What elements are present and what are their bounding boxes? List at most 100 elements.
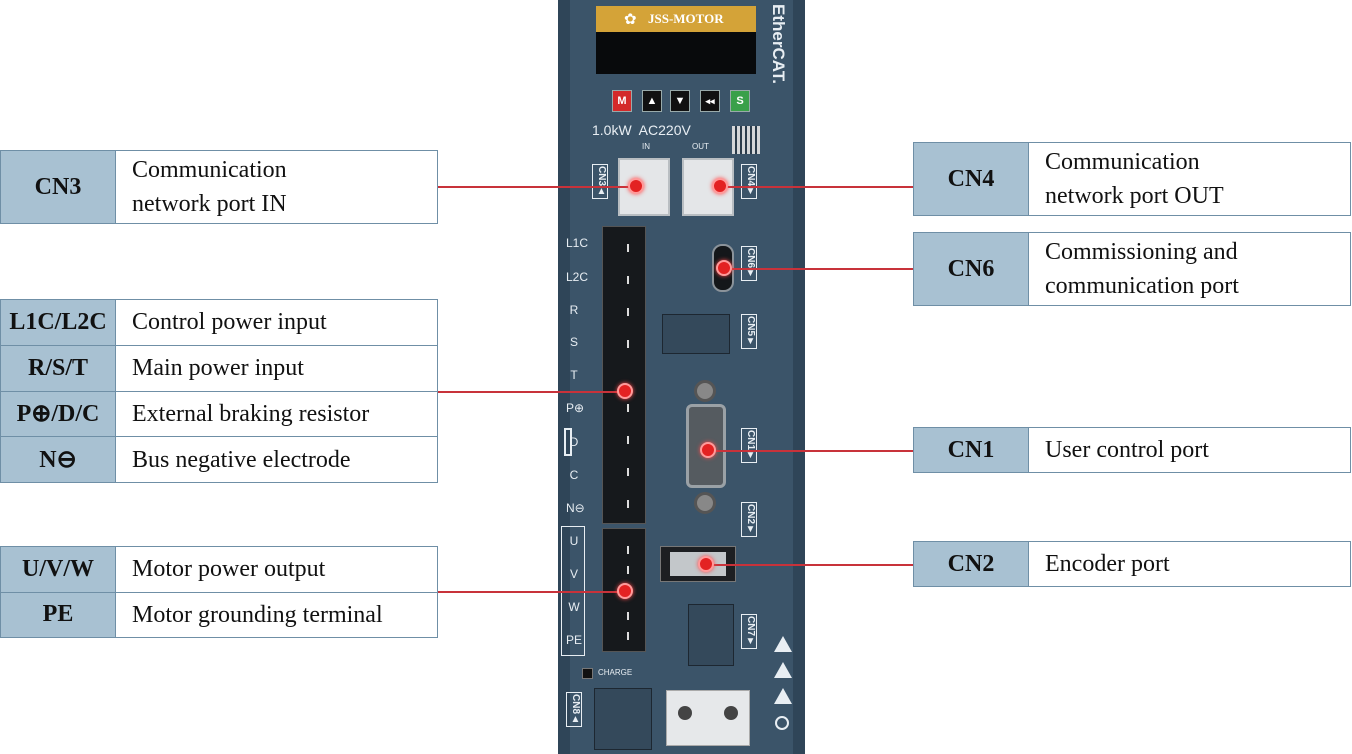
callout-key: CN3 bbox=[0, 150, 116, 224]
cn6-label: CN6▼ bbox=[741, 246, 757, 282]
leader-line-motor bbox=[437, 591, 625, 593]
callout-cn3: CN3 Communication network port IN bbox=[0, 150, 438, 224]
terminal-label-pe: PE bbox=[566, 633, 583, 647]
terminal-label-l2c: L2C bbox=[566, 270, 589, 284]
callout-key: PE bbox=[0, 591, 116, 638]
terminal-pin bbox=[627, 546, 629, 554]
brand-name: JSS-MOTOR bbox=[648, 11, 724, 26]
terminal-label-c: C bbox=[569, 468, 579, 482]
leader-line-cn6 bbox=[724, 268, 914, 270]
terminal-label-p: P⊕ bbox=[566, 401, 585, 415]
terminal-label-l1c: L1C bbox=[566, 236, 589, 250]
marker-dot-motor bbox=[617, 583, 633, 599]
brand-plate bbox=[596, 6, 756, 32]
callout-key: R/S/T bbox=[0, 344, 116, 392]
terminal-label-n: N⊖ bbox=[566, 501, 585, 515]
cn4-label: CN4▼ bbox=[741, 164, 757, 200]
terminal-label-d: D bbox=[569, 435, 579, 449]
marker-dot-power bbox=[617, 383, 633, 399]
terminal-pin bbox=[627, 500, 629, 508]
brake-jumper bbox=[564, 428, 572, 456]
callout-key: CN1 bbox=[913, 427, 1029, 473]
terminal-pin bbox=[627, 340, 629, 348]
cn2-label: CN2▼ bbox=[741, 502, 757, 538]
terminal-label-t: T bbox=[570, 368, 578, 382]
terminal-label-v: V bbox=[569, 567, 578, 581]
terminal-pin bbox=[627, 404, 629, 412]
charge-led bbox=[582, 668, 593, 679]
callout-key: CN2 bbox=[913, 541, 1029, 587]
terminal-label-r: R bbox=[569, 303, 579, 317]
cn8-label: CN8▲ bbox=[566, 692, 582, 728]
ground-screw bbox=[724, 706, 738, 720]
callout-cn1: CN1 User control port bbox=[913, 427, 1351, 473]
callout-desc: Communication network port IN bbox=[115, 150, 438, 224]
port-in-label: IN bbox=[642, 142, 650, 151]
callout-desc: External braking resistor bbox=[115, 390, 438, 438]
ground-symbol-icon bbox=[775, 716, 789, 730]
callout-desc: Main power input bbox=[115, 344, 438, 392]
callout-desc: Communication network port OUT bbox=[1028, 142, 1351, 216]
callout-desc: Motor grounding terminal bbox=[115, 591, 438, 638]
leader-line-cn1 bbox=[708, 450, 914, 452]
marker-dot-cn2 bbox=[698, 556, 714, 572]
cn5-cover bbox=[662, 314, 730, 354]
callout-desc: Bus negative electrode bbox=[115, 436, 438, 483]
ground-screw bbox=[678, 706, 692, 720]
cn7-label: CN7▼ bbox=[741, 614, 757, 650]
callout-power-terminals: L1C/L2C Control power input R/S/T Main p… bbox=[0, 299, 438, 483]
set-button[interactable]: S bbox=[730, 90, 750, 112]
cn8-cover bbox=[594, 688, 652, 750]
callout-cn4: CN4 Communication network port OUT bbox=[913, 142, 1351, 216]
marker-dot-cn6 bbox=[716, 260, 732, 276]
callout-desc: Control power input bbox=[115, 299, 438, 346]
warning-triangle-icon bbox=[774, 688, 792, 704]
cn1-label: CN1▼ bbox=[741, 428, 757, 464]
warning-triangle-icon bbox=[774, 662, 792, 678]
leader-line-power bbox=[437, 391, 625, 393]
cn7-cover bbox=[688, 604, 734, 666]
callout-motor-terminals: U/V/W Motor power output PE Motor ground… bbox=[0, 546, 438, 638]
terminal-pin bbox=[627, 308, 629, 316]
warning-triangle-icon bbox=[774, 636, 792, 652]
terminal-pin bbox=[627, 244, 629, 252]
cn3-label: CN3▲ bbox=[592, 164, 608, 200]
callout-key: N⊖ bbox=[0, 436, 116, 483]
charge-label: CHARGE bbox=[598, 668, 633, 677]
down-button[interactable]: ▼ bbox=[670, 90, 690, 112]
qr-code bbox=[732, 126, 760, 154]
terminal-pin bbox=[627, 276, 629, 284]
power-terminal-block[interactable] bbox=[602, 226, 646, 524]
ethercat-logo: EtherCAT. bbox=[769, 4, 788, 84]
terminal-label-w: W bbox=[568, 600, 580, 614]
brand-logo-icon: ✿ bbox=[624, 12, 637, 28]
ground-terminal-plate bbox=[666, 690, 750, 746]
terminal-pin bbox=[627, 566, 629, 574]
terminal-pin bbox=[627, 468, 629, 476]
terminal-pin bbox=[627, 612, 629, 620]
shift-button[interactable]: ◂◂ bbox=[700, 90, 720, 112]
terminal-label-s: S bbox=[569, 335, 578, 349]
drive-right-edge bbox=[793, 0, 805, 754]
callout-desc: User control port bbox=[1028, 427, 1351, 473]
terminal-label-u: U bbox=[569, 534, 579, 548]
cn1-screw-top bbox=[694, 380, 716, 402]
terminal-pin bbox=[627, 632, 629, 640]
callout-key: U/V/W bbox=[0, 546, 116, 593]
leader-line-cn4 bbox=[720, 186, 914, 188]
marker-dot-cn3 bbox=[628, 178, 644, 194]
led-display bbox=[596, 32, 756, 74]
marker-dot-cn1 bbox=[700, 442, 716, 458]
callout-desc: Encoder port bbox=[1028, 541, 1351, 587]
callout-desc: Commissioning and communication port bbox=[1028, 232, 1351, 306]
callout-desc: Motor power output bbox=[115, 546, 438, 593]
callout-cn2: CN2 Encoder port bbox=[913, 541, 1351, 587]
up-button[interactable]: ▲ bbox=[642, 90, 662, 112]
cn1-screw-bottom bbox=[694, 492, 716, 514]
leader-line-cn3 bbox=[437, 186, 636, 188]
callout-key: L1C/L2C bbox=[0, 299, 116, 346]
cn5-label: CN5▼ bbox=[741, 314, 757, 350]
mode-button[interactable]: M bbox=[612, 90, 632, 112]
callout-cn6: CN6 Commissioning and communication port bbox=[913, 232, 1351, 306]
callout-key: P⊕/D/C bbox=[0, 390, 116, 438]
